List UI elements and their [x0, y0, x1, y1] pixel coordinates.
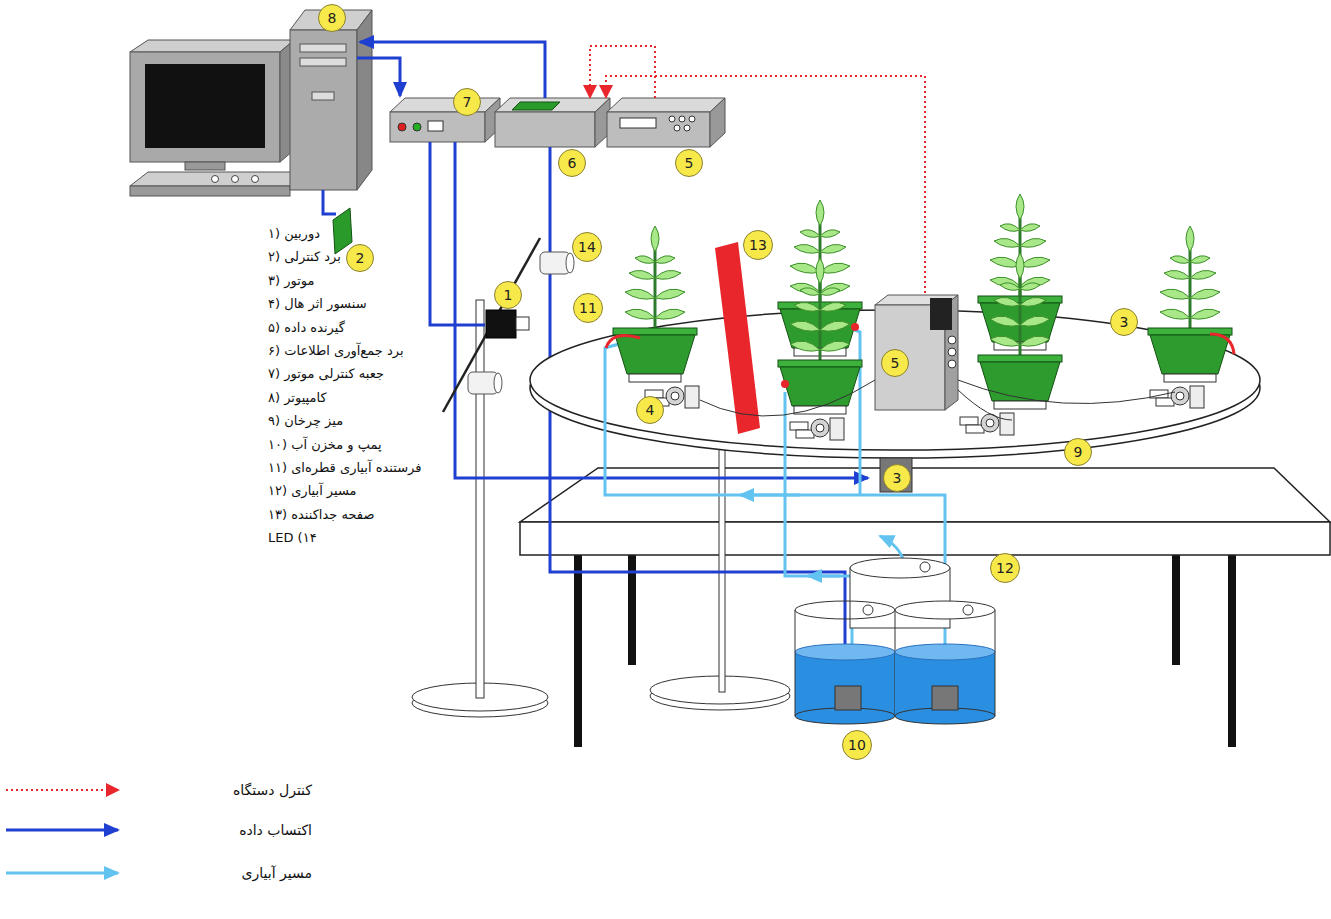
table	[520, 468, 1330, 747]
callout-number: 2	[346, 244, 374, 272]
callout-text: 1	[504, 288, 513, 302]
callout-text: 12	[996, 561, 1014, 575]
legend-sample	[6, 872, 118, 875]
motor-control-box	[390, 98, 500, 142]
part-label: ۸) کامپیوتر	[268, 390, 327, 407]
callout-text: 4	[646, 403, 655, 417]
callout-number: 10	[842, 730, 872, 760]
callout-text: 10	[848, 738, 866, 752]
sensor-cables	[700, 380, 1175, 420]
legend-text: اکتساب داده	[132, 821, 312, 839]
hall-sensor	[1150, 386, 1204, 408]
water-tanks	[795, 558, 995, 724]
callout-number: 8	[318, 4, 346, 32]
callout-text: 3	[893, 471, 902, 485]
callout-text: 14	[578, 240, 596, 254]
legend-text: کنترل دستگاه	[132, 781, 312, 799]
part-label: ۱۱) فرستنده آبیاری قطره‌ای	[268, 460, 421, 477]
part-label: ۹) میز چرخان	[268, 413, 343, 430]
callout-text: 9	[1074, 445, 1083, 459]
plant	[613, 226, 697, 382]
callout-number: 4	[636, 396, 664, 424]
legend-sample	[6, 829, 118, 832]
data-receiver	[607, 98, 725, 147]
part-label: ۷) جعبه کنترلی موتور	[268, 366, 384, 383]
part-label: ۱) دوربین	[268, 226, 320, 243]
callout-number: 5	[675, 149, 703, 177]
callout-text: 8	[328, 11, 337, 25]
plant	[1148, 226, 1232, 382]
dripper	[781, 380, 789, 388]
callout-number: 13	[743, 230, 773, 260]
callout-number: 6	[558, 149, 586, 177]
callout-text: 7	[463, 95, 472, 109]
callout-number: 3	[1110, 308, 1138, 336]
callout-text: 3	[1120, 315, 1129, 329]
part-label: ۵) گیرنده داده	[268, 320, 345, 337]
part-label: ۱۲) مسیر آبیاری	[268, 483, 357, 500]
camera	[486, 310, 529, 338]
plate-stand	[650, 430, 790, 710]
data-board	[495, 98, 610, 147]
hall-sensor	[960, 413, 1014, 435]
part-label: ۳) موتور	[268, 273, 314, 290]
dripper	[606, 336, 640, 348]
callout-text: 5	[685, 156, 694, 170]
callout-text: 6	[568, 156, 577, 170]
callout-number: 1	[494, 281, 522, 309]
plant	[978, 253, 1062, 409]
dripper	[1210, 334, 1234, 354]
hall-sensor	[790, 418, 844, 440]
part-label: ۲) برد کنترلی	[268, 249, 341, 266]
callout-text: 11	[579, 301, 597, 315]
callout-number: 9	[1064, 438, 1092, 466]
callout-number: 7	[453, 88, 481, 116]
part-label: ۶) برد جمع‌آوری اطلاعات	[268, 343, 404, 360]
part-label: ۱۰) پمپ و مخزن آب	[268, 437, 382, 454]
computer	[130, 10, 372, 196]
separator-plate	[715, 242, 760, 434]
plant	[778, 258, 862, 414]
part-label: ۴) سنسور اثر هال	[268, 296, 367, 313]
camera-arm	[443, 238, 540, 412]
callout-number: 5	[881, 349, 909, 377]
callout-text: 13	[749, 238, 767, 252]
legend-text: مسیر آبیاری	[132, 864, 312, 882]
callout-text: 5	[891, 356, 900, 370]
callout-text: 2	[356, 251, 365, 265]
callout-number: 11	[573, 293, 603, 323]
part-label: LED (۱۴	[268, 530, 317, 547]
camera-stand	[412, 300, 548, 717]
part-label: ۱۳) صفحه جداکننده	[268, 507, 374, 524]
callout-number: 3	[883, 464, 911, 492]
receiver	[875, 295, 958, 410]
legend-sample	[6, 789, 118, 791]
callout-number: 12	[990, 553, 1020, 583]
dripper	[851, 323, 859, 331]
callout-number: 14	[572, 232, 602, 262]
